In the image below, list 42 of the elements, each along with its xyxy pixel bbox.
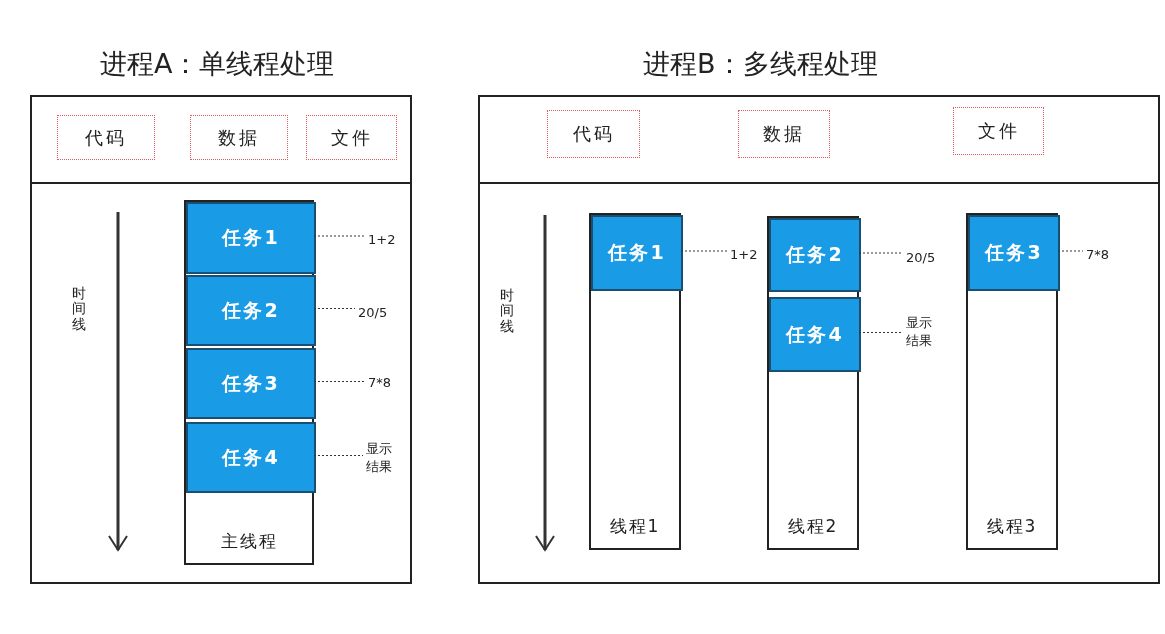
process-heading: 进程B：多线程处理 bbox=[643, 47, 878, 81]
task-box: 任务1 bbox=[186, 202, 316, 274]
thread-label: 线程2 bbox=[787, 515, 839, 538]
thread-label: 线程3 bbox=[986, 515, 1038, 538]
timeline-label: 时间线 bbox=[500, 288, 514, 335]
task-box: 任务2 bbox=[186, 275, 316, 346]
thread-column bbox=[184, 200, 314, 565]
timeline-label: 时间线 bbox=[72, 286, 86, 333]
resource-box: 文件 bbox=[953, 107, 1044, 155]
dotted-connector bbox=[1057, 250, 1084, 252]
task-note: 显示结果 bbox=[366, 436, 398, 480]
task-box: 任务2 bbox=[769, 218, 861, 292]
thread-label: 线程1 bbox=[609, 515, 661, 538]
dotted-connector bbox=[313, 380, 366, 383]
dotted-connector bbox=[313, 235, 366, 237]
task-box: 任务4 bbox=[186, 422, 316, 493]
dotted-connector bbox=[858, 331, 904, 334]
task-box: 任务3 bbox=[186, 348, 316, 419]
task-note: 显示结果 bbox=[906, 310, 938, 354]
task-box: 任务4 bbox=[769, 297, 861, 372]
resource-box: 数据 bbox=[738, 110, 830, 158]
task-note: 7*8 bbox=[1086, 245, 1118, 265]
dotted-connector bbox=[680, 250, 728, 252]
task-note: 20/5 bbox=[358, 303, 406, 323]
dotted-connector bbox=[858, 252, 904, 254]
process-heading: 进程A：单线程处理 bbox=[100, 47, 335, 81]
thread-column bbox=[589, 213, 681, 550]
task-box: 任务1 bbox=[591, 215, 683, 291]
task-note: 1+2 bbox=[730, 245, 764, 265]
resource-box: 代码 bbox=[547, 110, 640, 158]
thread-column bbox=[966, 213, 1058, 550]
resource-box: 代码 bbox=[57, 115, 155, 160]
task-note: 20/5 bbox=[906, 248, 948, 268]
resource-box: 数据 bbox=[190, 115, 288, 160]
task-note: 1+2 bbox=[368, 230, 408, 250]
task-note: 7*8 bbox=[368, 373, 408, 393]
task-box: 任务3 bbox=[968, 215, 1060, 291]
thread-column bbox=[767, 216, 859, 550]
dotted-connector bbox=[313, 454, 364, 457]
dotted-connector bbox=[313, 307, 356, 310]
resource-box: 文件 bbox=[306, 115, 397, 160]
thread-label: 主线程 bbox=[220, 530, 278, 553]
